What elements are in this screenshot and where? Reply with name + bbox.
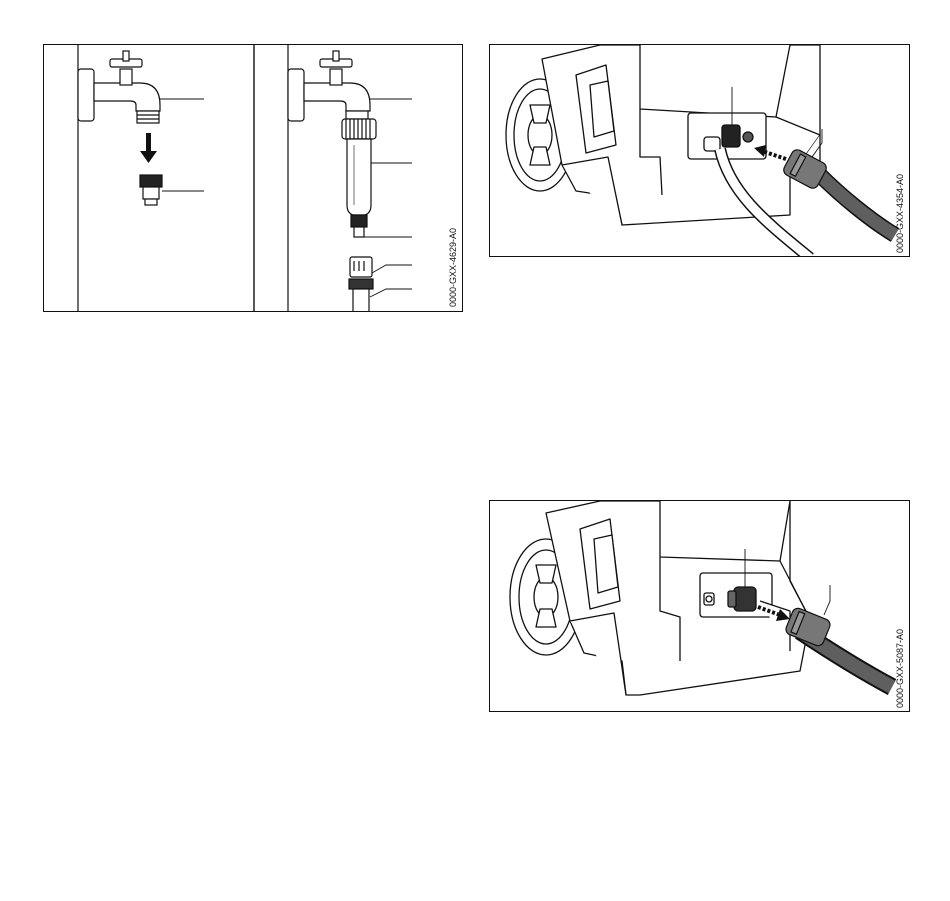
hose-connector-icon — [349, 257, 373, 312]
machine-body-icon — [546, 501, 810, 695]
figure-code: 0000-GXX-4629-A0 — [448, 228, 458, 307]
pressure-washer-illustration — [490, 501, 910, 712]
water-filter-icon — [342, 119, 376, 237]
figure-code: 0000-GXX-5087-A0 — [895, 629, 905, 708]
figure-code: 0000-GXX-4354-A0 — [895, 174, 905, 253]
arrow-down-icon — [140, 133, 157, 163]
tap-filter-figure: 0000-GXX-4629-A0 — [43, 44, 463, 312]
pressure-washer-illustration — [490, 45, 910, 257]
water-tap-icon — [78, 51, 160, 123]
hose-disconnect-figure: 0000-GXX-5087-A0 — [489, 500, 910, 712]
machine-body-icon — [542, 45, 820, 225]
hose-connect-figure: 0000-GXX-4354-A0 — [489, 44, 910, 257]
tap-adapter-icon — [140, 175, 162, 205]
tap-filter-illustration — [44, 45, 463, 312]
water-tap-icon — [288, 51, 370, 121]
